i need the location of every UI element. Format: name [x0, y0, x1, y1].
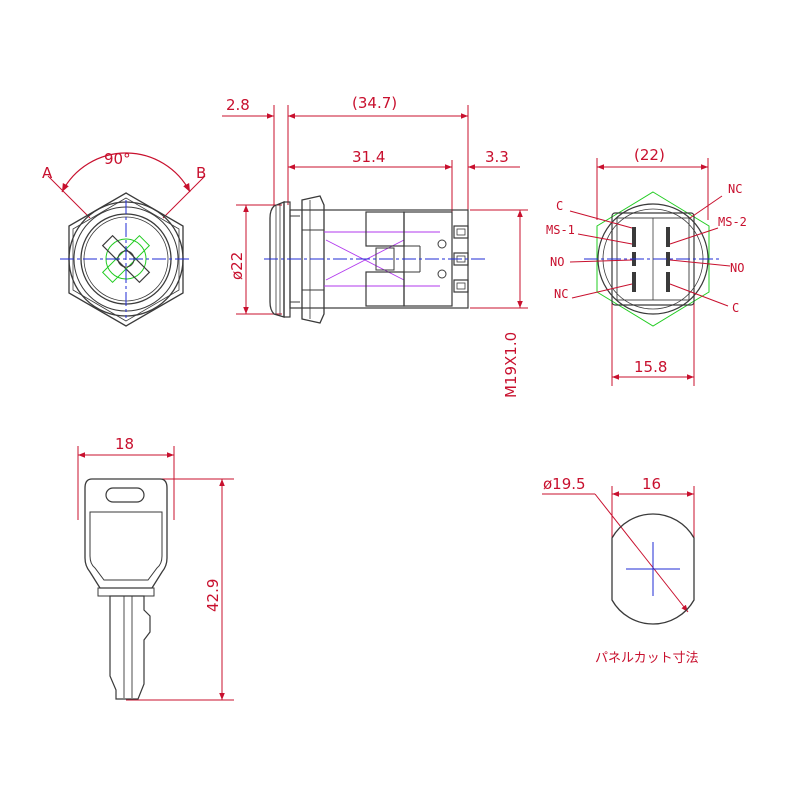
- angle-label: 90°: [104, 150, 131, 168]
- dim-rear-inner: 15.8: [634, 358, 667, 376]
- dim-flange: 2.8: [226, 96, 250, 114]
- side-view: 2.8 (34.7) 31.4 3.3 ø22 M19X1.0: [222, 94, 528, 398]
- front-view: 90° A B: [42, 150, 206, 327]
- key-view: 18 42.9: [77, 435, 234, 701]
- dim-cutout-diameter: ø19.5: [543, 475, 586, 493]
- dim-body-length: 31.4: [352, 148, 385, 166]
- terminal-label-c-bottom: C: [732, 301, 739, 315]
- mounting-nut: [301, 195, 325, 324]
- terminal-label-nc-bottom: NC: [554, 287, 568, 301]
- hex-nut-outline: [68, 192, 184, 327]
- panel-cutout-view: 16 ø19.5 パネルカット寸法: [542, 475, 699, 666]
- terminal-label-no-right: NO: [730, 261, 744, 275]
- rear-view: (22) 15.8 C NC MS-1 MS-2 NO NO NC: [546, 146, 747, 386]
- terminal-tab: [453, 279, 469, 293]
- dim-rear-width: (22): [634, 146, 665, 164]
- terminal-label-no-left: NO: [550, 255, 564, 269]
- position-a-label: A: [42, 164, 53, 182]
- position-b-label: B: [196, 164, 206, 182]
- terminal-label-ms2: MS-2: [718, 215, 747, 229]
- dim-key-width: 18: [115, 435, 134, 453]
- dim-cutout-flat: 16: [642, 475, 661, 493]
- dim-total-length: (34.7): [352, 94, 397, 112]
- cutout-caption: パネルカット寸法: [595, 651, 699, 666]
- dim-key-length: 42.9: [204, 579, 222, 612]
- dim-terminal: 3.3: [485, 148, 509, 166]
- terminal-label-c-top: C: [556, 199, 563, 213]
- key-slot: [101, 234, 151, 284]
- cutout-shape: [611, 513, 695, 625]
- key-ring-hole: [105, 487, 145, 503]
- dim-thread: M19X1.0: [502, 332, 520, 398]
- terminal-label-nc-top: NC: [728, 182, 742, 196]
- dim-bezel-diameter: ø22: [228, 252, 246, 280]
- angle-arc: [61, 152, 191, 193]
- terminal-tab: [453, 225, 469, 239]
- bezel-profile: [269, 201, 285, 318]
- terminal-label-ms1: MS-1: [546, 223, 575, 237]
- rear-hex-outline: [596, 191, 710, 327]
- key-blade: [109, 595, 151, 700]
